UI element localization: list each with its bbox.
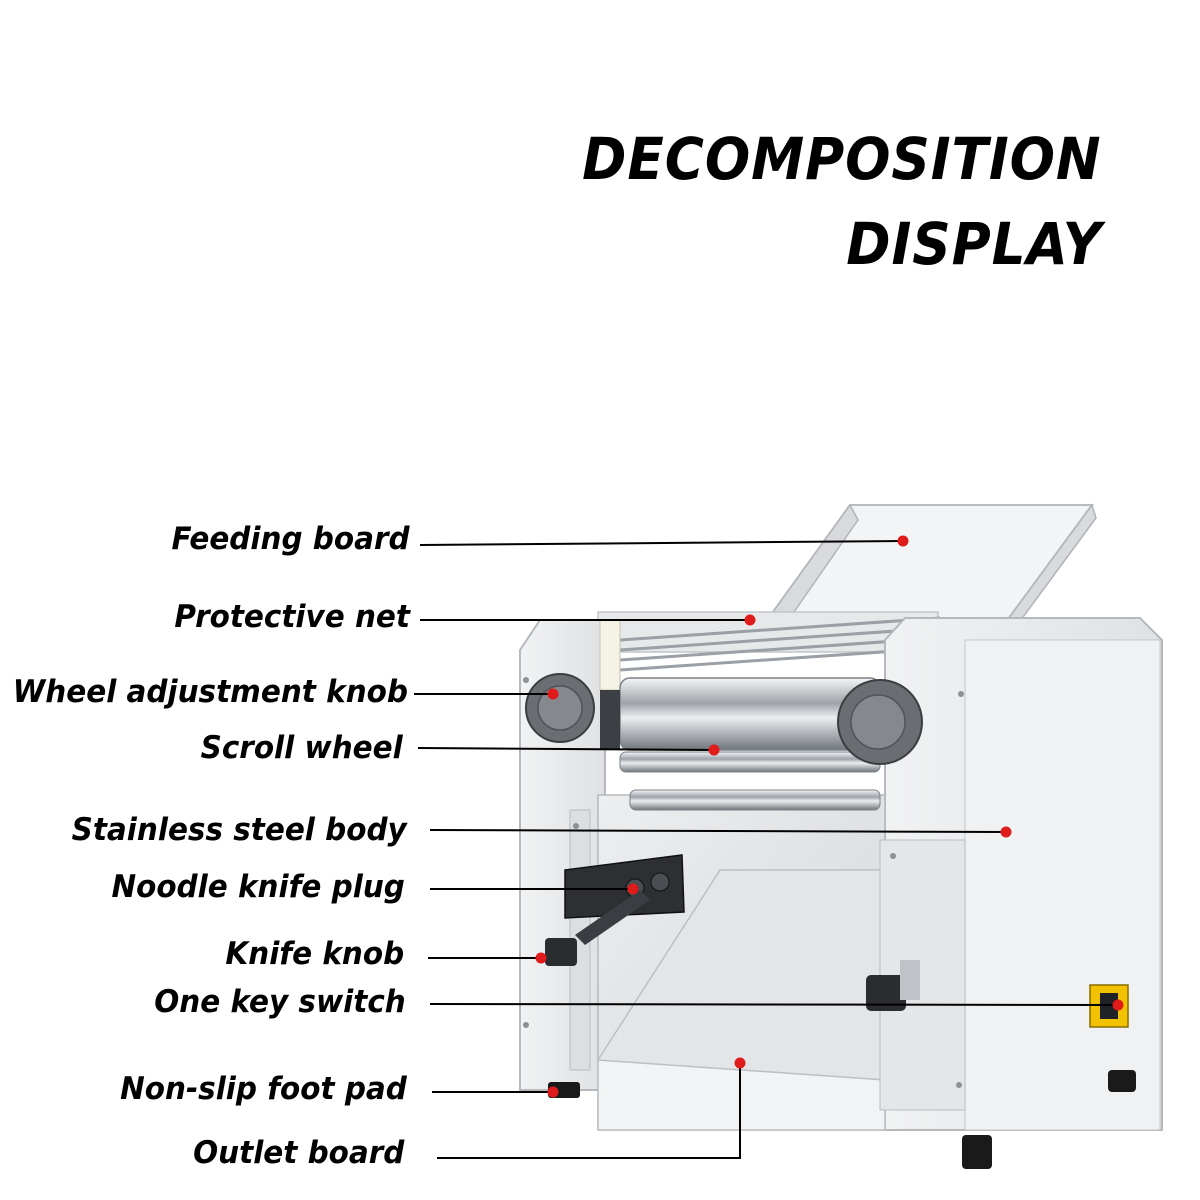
label-knife-knob: Knife knob — [225, 936, 404, 972]
label-scroll-wheel: Scroll wheel — [200, 730, 403, 766]
marker-non-slip-foot-pad — [547, 1086, 559, 1098]
label-wheel-adjustment-knob: Wheel adjustment knob — [12, 674, 408, 710]
label-one-key-switch: One key switch — [154, 984, 406, 1020]
leader-outlet-board — [437, 1063, 741, 1159]
marker-feeding-board — [897, 535, 909, 547]
label-stainless-steel-body: Stainless steel body — [71, 812, 407, 848]
marker-protective-net — [744, 614, 756, 626]
switch-panel — [1089, 984, 1129, 1028]
callout-markers — [535, 535, 1124, 1098]
marker-stainless-steel-body — [1000, 826, 1012, 838]
label-protective-net: Protective net — [174, 599, 410, 635]
left-knife-knob — [545, 938, 577, 966]
marker-noodle-knife-plug — [627, 883, 639, 895]
right-knife-knob — [866, 960, 920, 1011]
label-non-slip-foot-pad: Non-slip foot pad — [120, 1071, 407, 1107]
marker-knife-knob — [535, 952, 547, 964]
label-feeding-board: Feeding board — [171, 521, 410, 557]
title-line-1: DECOMPOSITION — [582, 125, 1102, 193]
foot-pads — [548, 1070, 1136, 1169]
marker-scroll-wheel — [708, 744, 720, 756]
label-outlet-board: Outlet board — [192, 1135, 404, 1171]
marker-outlet-board — [734, 1057, 746, 1069]
screws — [523, 677, 964, 1088]
right-adjustment-knob — [837, 679, 923, 765]
feeding-board-part — [758, 503, 1097, 633]
leader-stainless-steel-body — [429, 829, 1007, 833]
leader-lines — [414, 540, 1119, 1159]
roller-assembly — [599, 619, 881, 811]
label-noodle-knife-plug: Noodle knife plug — [111, 869, 405, 905]
left-adjustment-knob — [525, 673, 595, 743]
leader-feeding-board — [419, 540, 904, 546]
marker-wheel-adjustment-knob — [547, 688, 559, 700]
title-line-2: DISPLAY — [846, 210, 1102, 278]
marker-one-key-switch — [1112, 999, 1124, 1011]
leader-scroll-wheel — [417, 747, 715, 751]
leader-one-key-switch — [429, 1003, 1119, 1006]
noodle-knife-plug-part — [564, 854, 685, 945]
